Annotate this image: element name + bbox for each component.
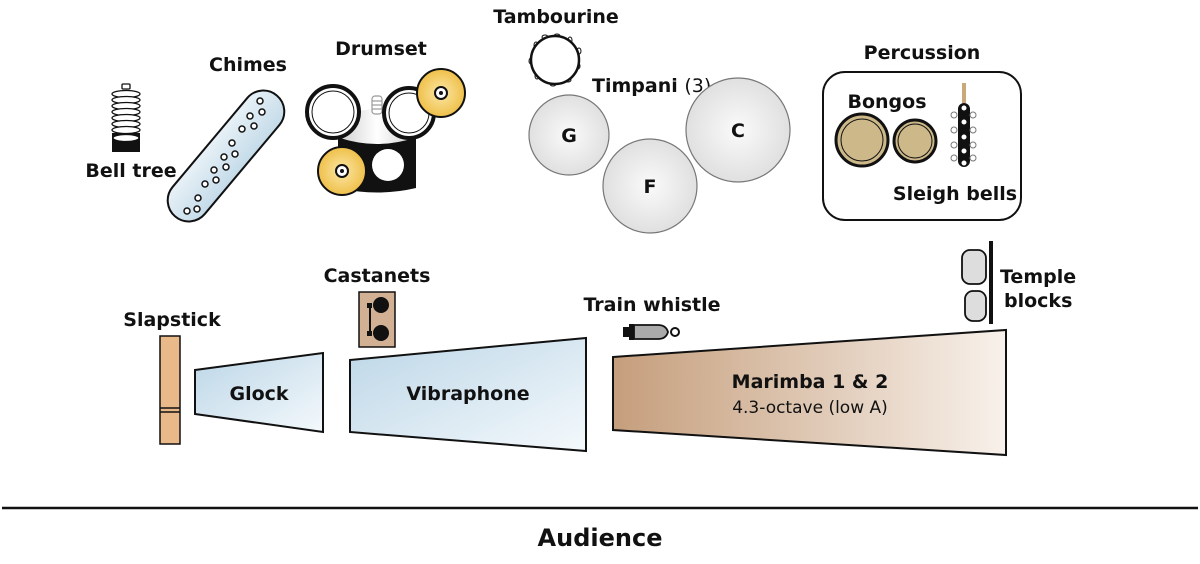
tom-left	[305, 84, 361, 140]
bell-tree: Bell tree	[85, 83, 177, 182]
sleigh-bells-icon	[950, 83, 977, 167]
slapstick-label: Slapstick	[123, 309, 221, 331]
timpani-drum-g: G	[528, 94, 610, 176]
castanets-label: Castanets	[324, 265, 431, 287]
temple-blocks-icon	[961, 249, 987, 322]
marimba-shape	[612, 328, 1007, 457]
train-whistle-label: Train whistle	[583, 294, 720, 316]
slapstick: Slapstick	[123, 309, 221, 445]
chimes-tubes-icon	[183, 97, 266, 215]
tambourine-icon	[528, 33, 582, 87]
glock: Glock	[194, 351, 324, 434]
marimba-label: Marimba 1 & 2	[732, 371, 889, 393]
bongos-icon	[834, 112, 938, 168]
drumset: Drumset	[305, 38, 466, 196]
slapstick-wood	[159, 335, 181, 445]
sleigh-bells-label: Sleigh bells	[893, 183, 1017, 205]
timpani-pitch-f: F	[644, 176, 657, 198]
hihat-stand-icon	[371, 95, 383, 115]
chimes-label: Chimes	[209, 54, 287, 76]
temple-blocks: Temple blocks	[961, 241, 1076, 324]
tambourine: Tambourine	[493, 6, 619, 87]
castanets: Castanets	[324, 265, 431, 348]
audience-label: Audience	[538, 524, 663, 552]
glock-label: Glock	[229, 383, 288, 405]
percussion-group: Percussion Bongos Sleigh bells	[822, 42, 1022, 221]
castanets-icon	[367, 297, 389, 341]
bell-tree-label: Bell tree	[85, 160, 176, 182]
timpani-drum-f: F	[602, 138, 698, 234]
floor-tom	[372, 149, 404, 181]
vibraphone-label: Vibraphone	[406, 383, 529, 405]
cymbal-left-icon	[317, 146, 367, 196]
cymbal-right-icon	[416, 68, 466, 118]
percussion-label: Percussion	[864, 42, 981, 64]
bongos-label: Bongos	[847, 91, 926, 113]
timpani-pitch-g: G	[561, 125, 577, 147]
vibraphone: Vibraphone	[349, 336, 587, 453]
train-whistle: Train whistle	[583, 294, 721, 340]
timpani-drum-c: C	[685, 77, 791, 183]
vibraphone-shape	[349, 336, 587, 453]
timpani-pitch-c: C	[731, 120, 745, 142]
temple-blocks-label-2: blocks	[1004, 290, 1072, 312]
drumset-label: Drumset	[335, 38, 427, 60]
tambourine-label: Tambourine	[493, 6, 619, 28]
bell-tree-bells-icon	[111, 83, 141, 143]
train-whistle-icon	[623, 324, 680, 340]
timpani-label: Timpani (3)	[592, 75, 711, 97]
timpani: Timpani (3) G F C	[528, 75, 791, 234]
marimba: Marimba 1 & 2 4.3-octave (low A)	[612, 328, 1007, 457]
glock-shape	[194, 351, 324, 434]
temple-blocks-label-1: Temple	[1000, 266, 1076, 288]
chimes: Chimes	[166, 54, 287, 223]
marimba-sublabel: 4.3-octave (low A)	[732, 398, 888, 418]
